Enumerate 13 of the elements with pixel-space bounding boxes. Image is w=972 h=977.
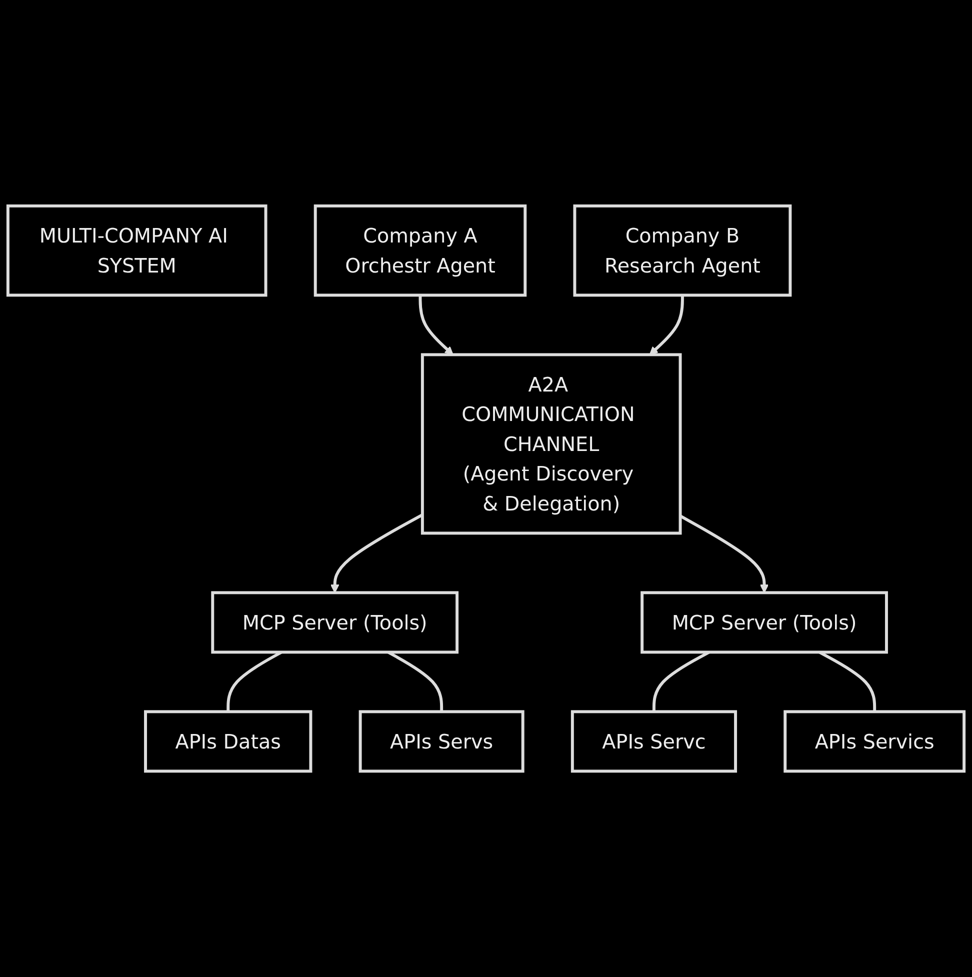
node-box: A2A COMMUNICATION CHANNEL (Agent Discovery & Delegation) [420,353,682,535]
arrow [418,295,454,356]
node-box: Company B Research Agent [573,204,792,297]
arrow [649,295,684,356]
arrow [680,514,769,594]
node-box: MULTI-COMPANY AI SYSTEM [6,204,268,297]
node-box: MCP Server (Tools) [211,591,459,654]
node-box: Company A Orchestr Agent [314,204,527,297]
node-box: APIs Servs [358,710,524,773]
node-box: APIs Servics [784,710,966,773]
node-box: MCP Server (Tools) [640,591,888,654]
node-box: APIs Servc [570,710,738,773]
node-box: APIs Datas [144,710,312,773]
